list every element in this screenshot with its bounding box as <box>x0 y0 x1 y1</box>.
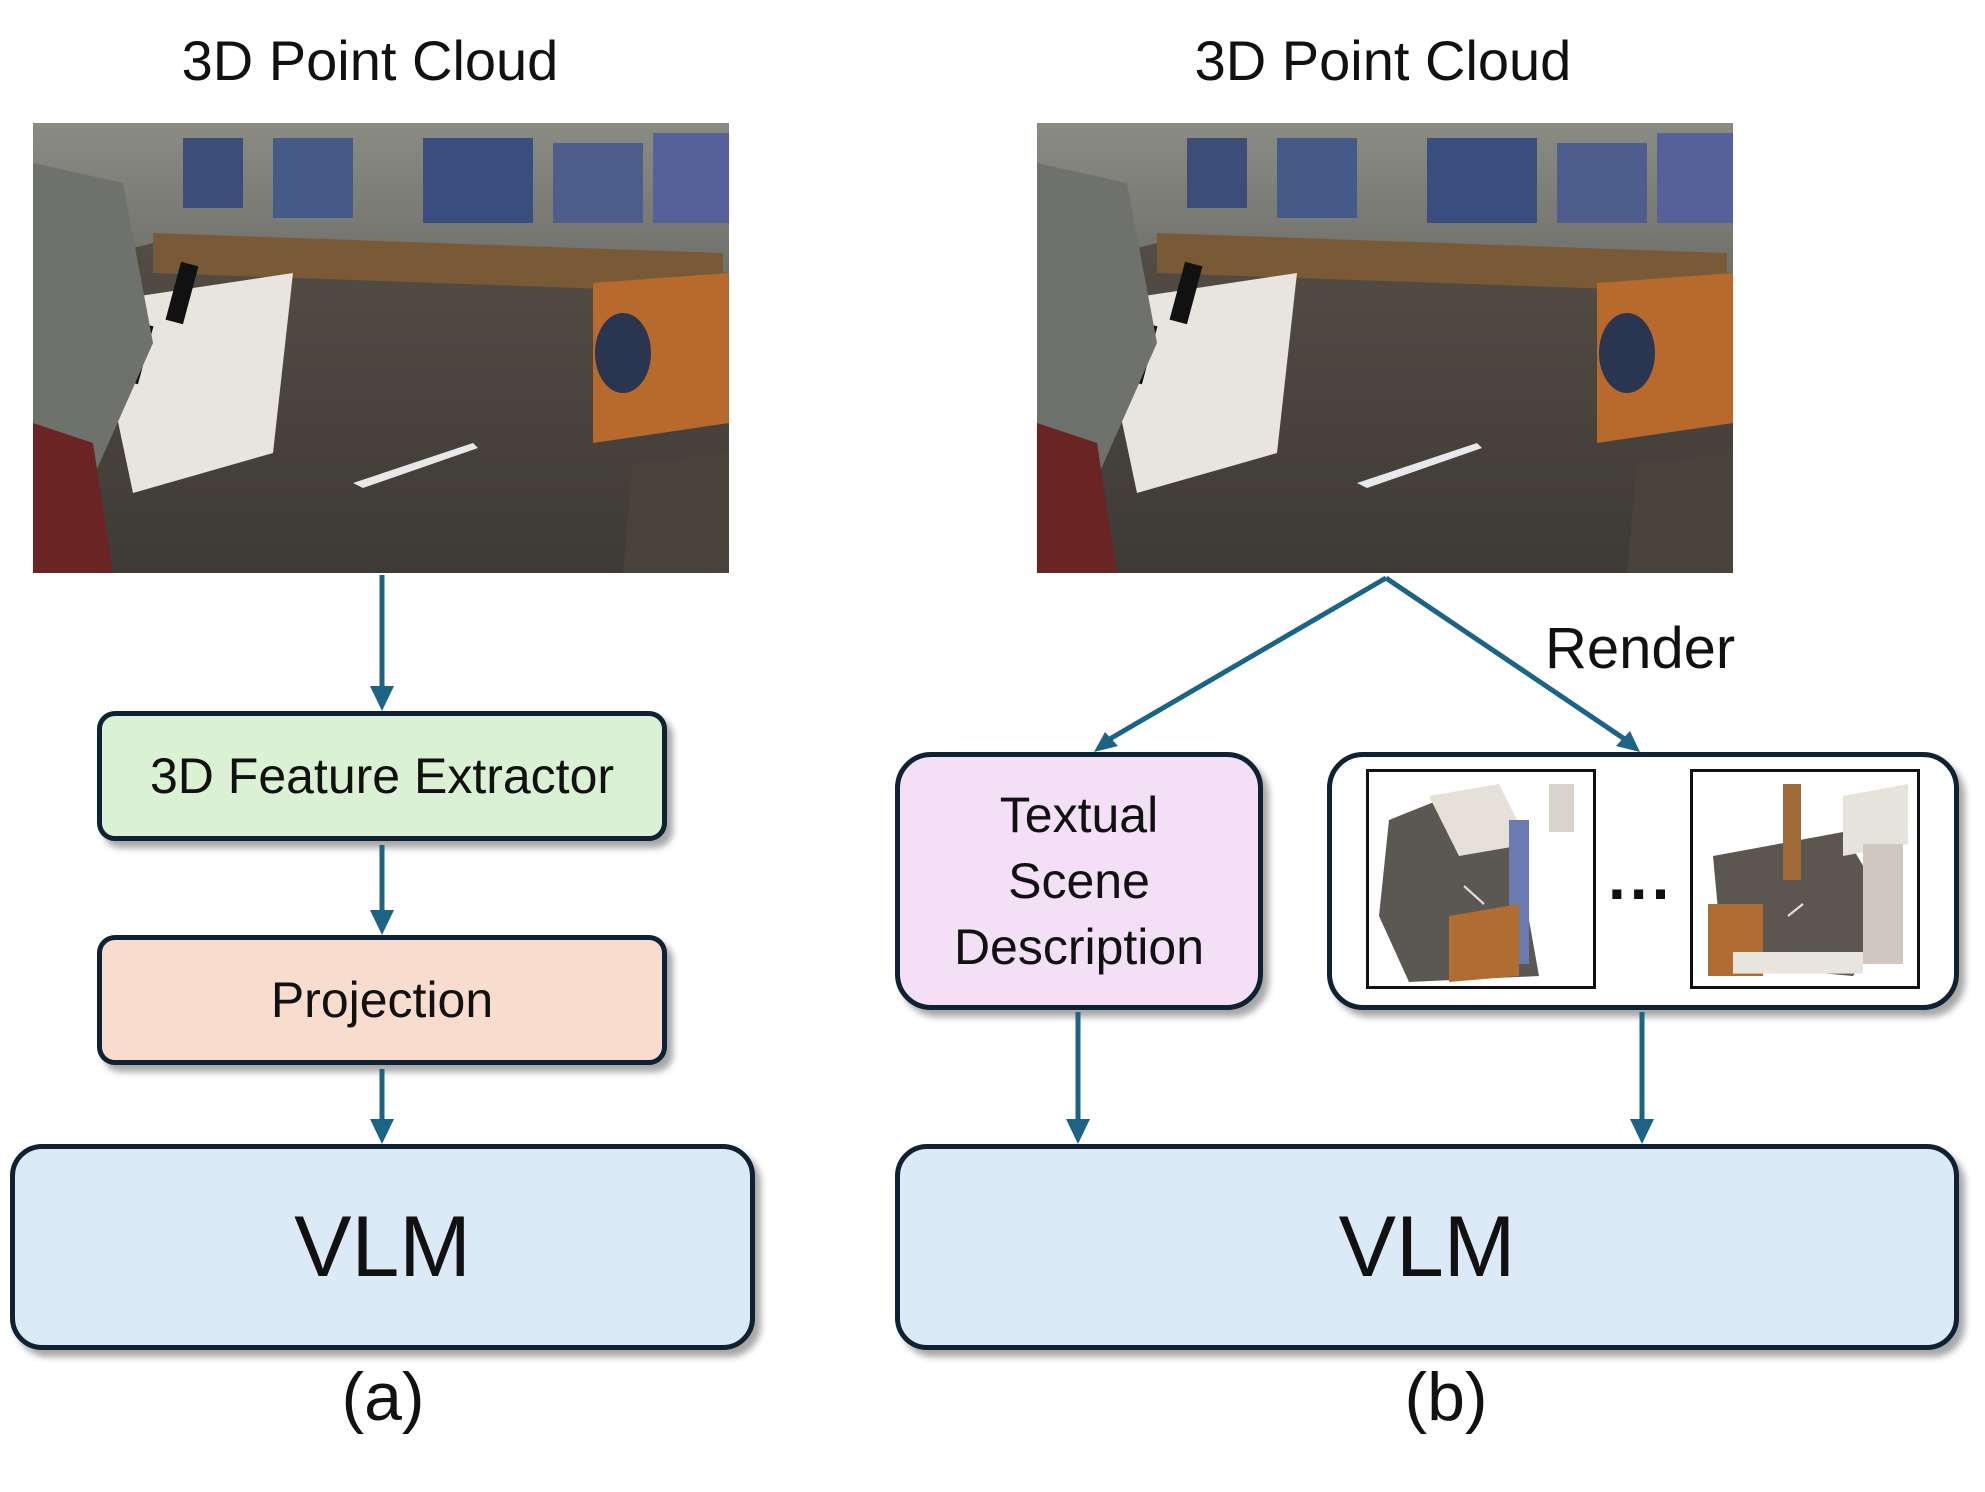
text-box-line-1: Textual <box>999 787 1159 843</box>
vlm-box-a: VLM <box>10 1144 755 1350</box>
render-label: Render <box>1545 616 1736 681</box>
text-box-line-2: Scene <box>1008 853 1150 909</box>
vlm-box-b: VLM <box>895 1144 1959 1350</box>
projection-label: Projection <box>270 972 494 1028</box>
rendered-view-2 <box>1690 769 1920 989</box>
ellipsis: ... <box>1608 841 1674 913</box>
feature-extractor-box: 3D Feature Extractor <box>97 711 667 841</box>
caption-a: (a) <box>341 1359 425 1435</box>
panel-a-title: 3D Point Cloud <box>181 29 559 92</box>
text-box-line-3: Description <box>953 919 1205 975</box>
vlm-label-b: VLM <box>1338 1198 1516 1295</box>
arrow-b-render <box>1384 575 1628 743</box>
vlm-label-a: VLM <box>294 1198 471 1295</box>
arrow-b-text <box>1106 575 1388 743</box>
panel-b-title: 3D Point Cloud <box>1194 29 1572 92</box>
feature-extractor-label: 3D Feature Extractor <box>149 748 615 804</box>
projection-box: Projection <box>97 935 667 1065</box>
rendered-view-1 <box>1366 769 1596 989</box>
textual-scene-description-box: Textual Scene Description <box>895 752 1263 1010</box>
caption-b: (b) <box>1404 1359 1488 1435</box>
